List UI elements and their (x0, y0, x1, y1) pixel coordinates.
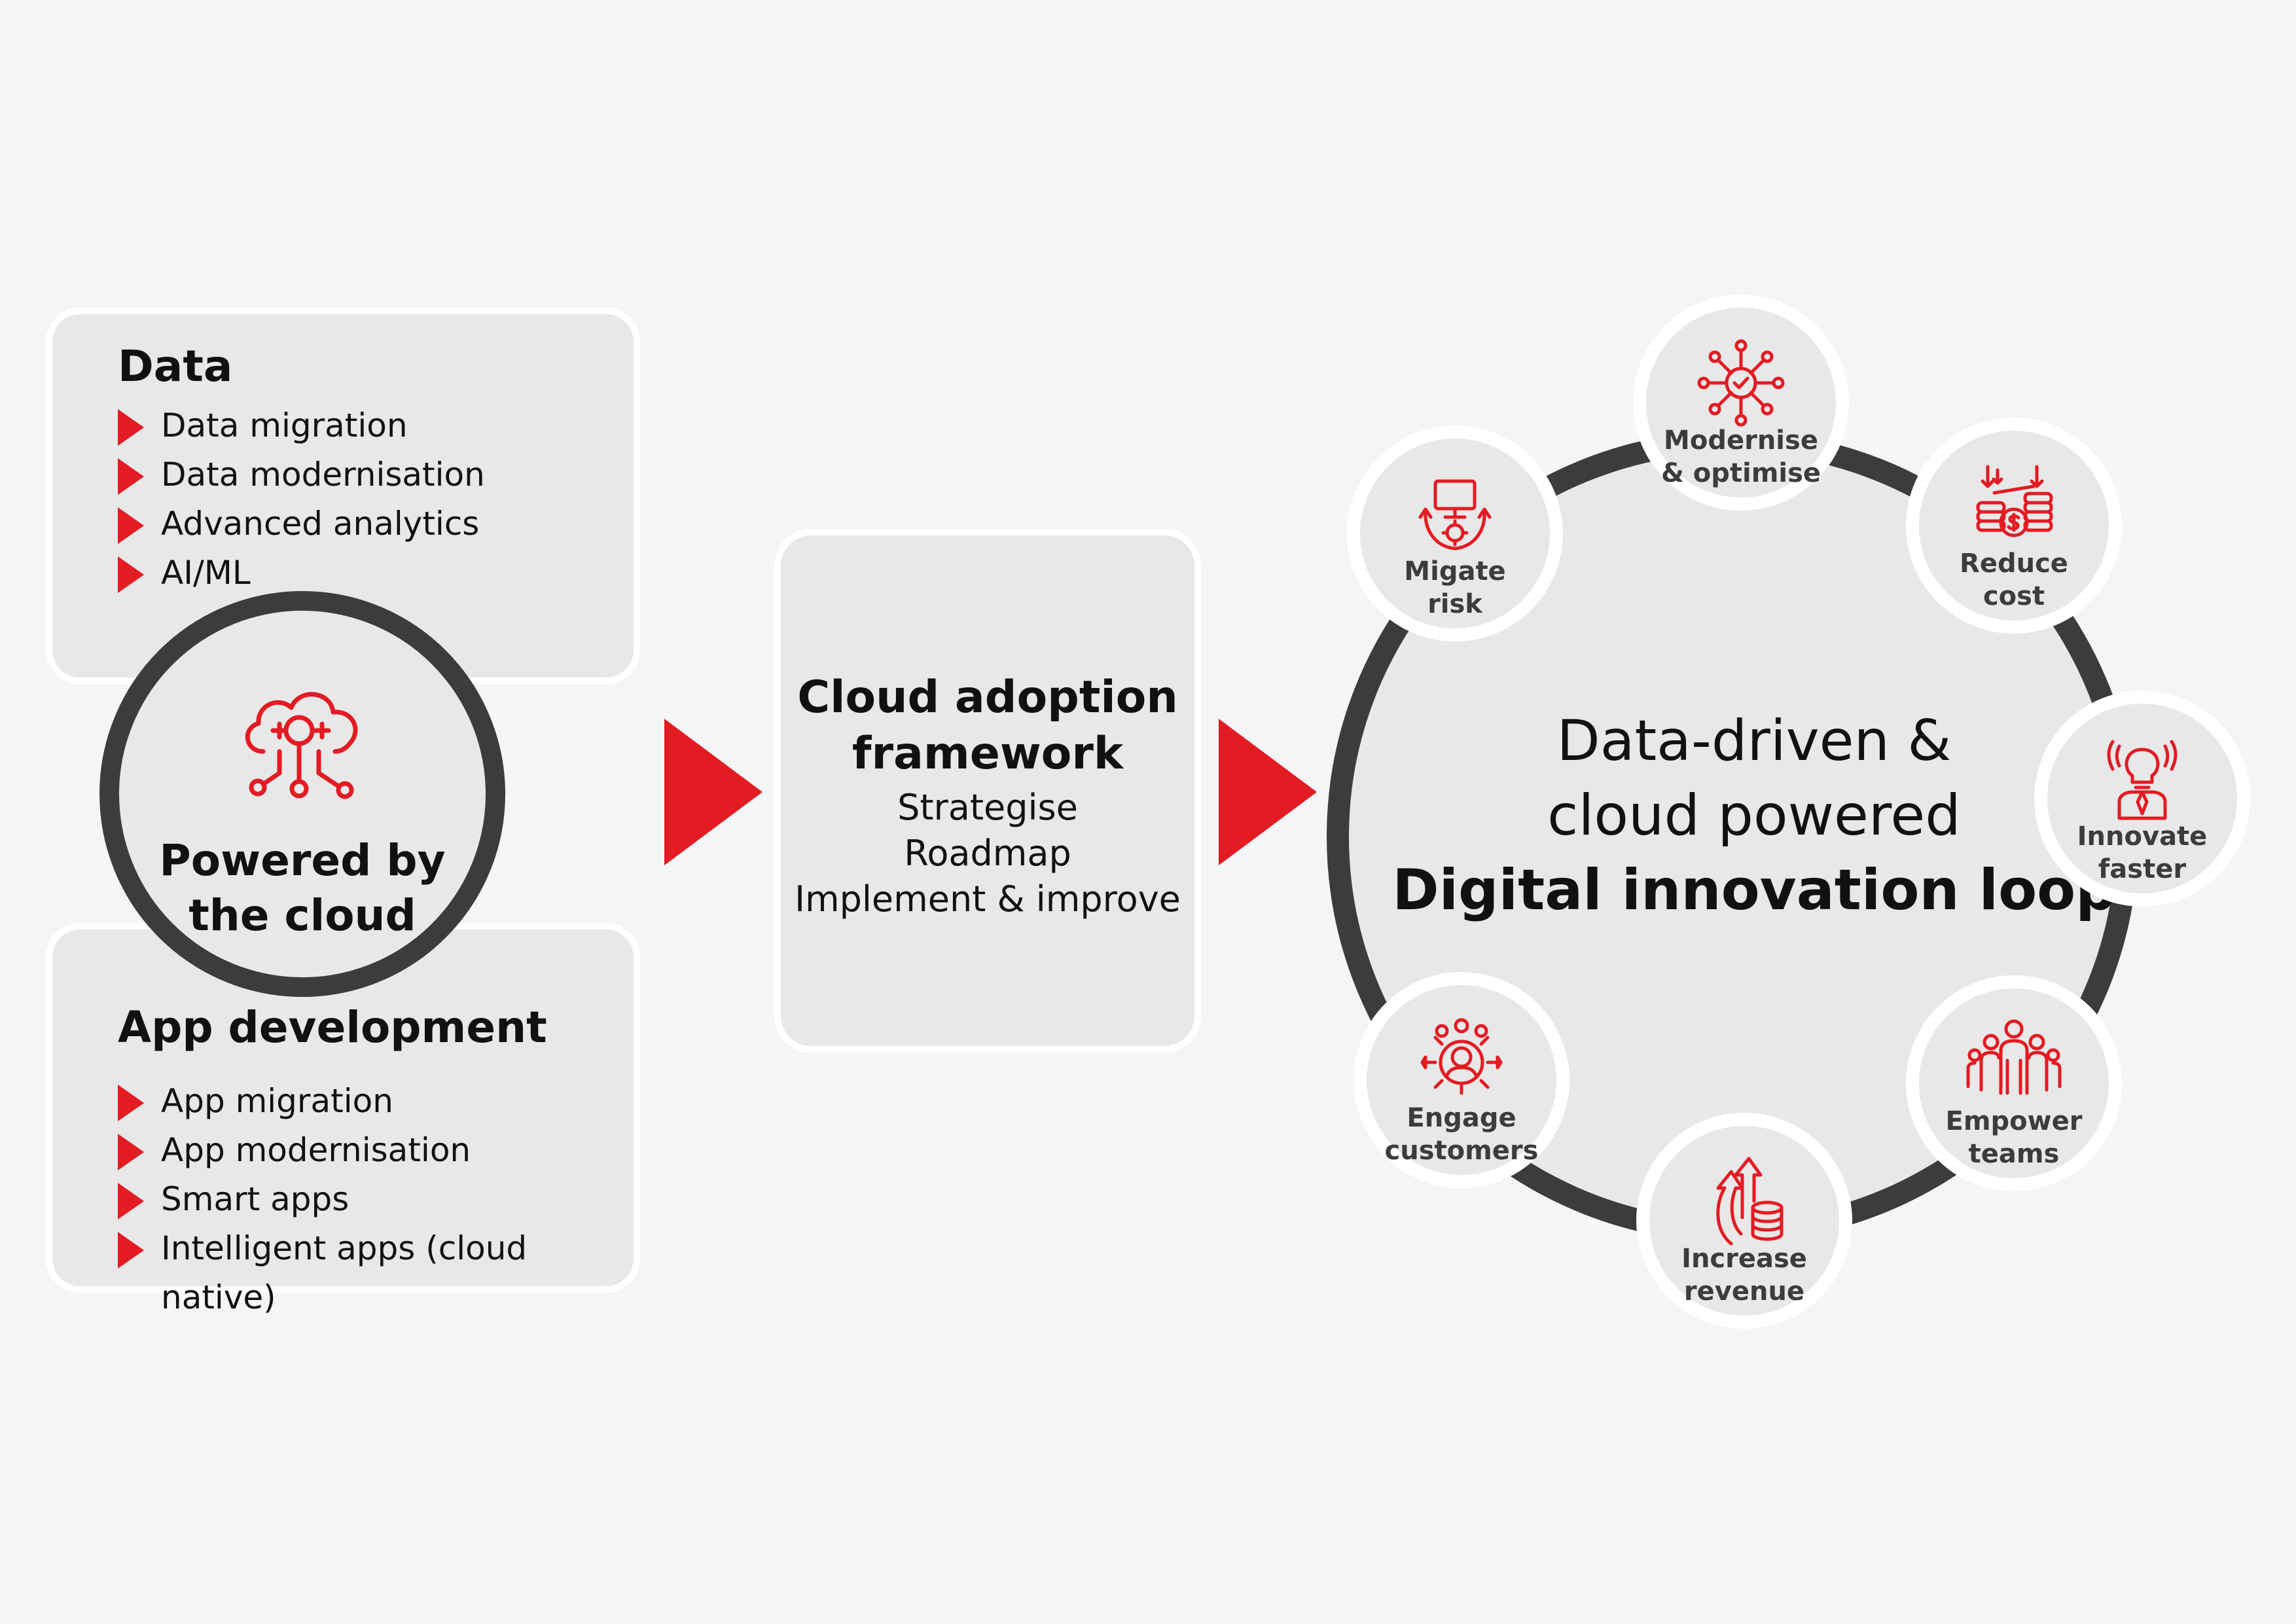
cloud-adoption-framework-panel: Cloud adoption framework Strategise Road… (774, 529, 1201, 1053)
framework-step: Strategise (897, 787, 1078, 828)
triangle-bullet-icon (118, 458, 144, 495)
app-list: App migration App modernisation Smart ap… (118, 1077, 634, 1316)
app-panel-title: App development (118, 1002, 547, 1053)
data-panel-title: Data (118, 341, 233, 391)
triangle-bullet-icon (118, 1232, 144, 1269)
cloud-network-icon (245, 692, 358, 799)
triangle-bullet-icon (118, 1183, 144, 1219)
data-list: Data migration Data modernisation Advanc… (118, 401, 485, 598)
node-empower-teams: Empower teams (1906, 975, 2122, 1191)
list-item: Data modernisation (118, 450, 485, 499)
node-reduce-cost: Reduce cost (1906, 418, 2122, 634)
powered-by-cloud-hub: Powered by the cloud (99, 591, 505, 997)
revenue-growth-icon (1716, 1157, 1784, 1246)
triangle-bullet-icon (118, 507, 144, 544)
node-label: Modernise & optimise (1660, 425, 1821, 488)
hub-label: Powered by the cloud (159, 835, 446, 941)
data-panel: Data Data migration Data modernisation A… (46, 308, 640, 684)
node-innovate-faster: Innovate faster (2034, 691, 2250, 907)
customer-gear-icon (1420, 1018, 1503, 1095)
list-item: Smart apps (118, 1175, 634, 1224)
triangle-bullet-icon (118, 1085, 144, 1121)
innovation-loop-label: Data-driven & cloud powered Digital inno… (1392, 708, 2116, 923)
triangle-bullet-icon (118, 556, 144, 593)
triangle-bullet-icon (118, 1134, 144, 1170)
list-item: AI/ML (118, 549, 485, 598)
list-item: Intelligent apps (cloud native) (118, 1224, 634, 1316)
framework-title: framework (852, 728, 1124, 780)
node-label: Reduce cost (1960, 549, 2068, 611)
list-item: Data migration (118, 401, 485, 450)
framework-title: Cloud adoption (797, 672, 1178, 723)
node-label: Migate risk (1404, 556, 1506, 619)
flow-arrow-icon (664, 719, 762, 865)
framework-step: Implement & improve (795, 878, 1181, 920)
node-label: Engage customers (1384, 1103, 1539, 1166)
coins-down-icon (1976, 465, 2053, 537)
network-hub-icon (1697, 339, 1785, 427)
node-label: Empower teams (1945, 1106, 2083, 1169)
node-engage-customers: Engage customers (1354, 972, 1570, 1188)
lightbulb-person-icon (2107, 740, 2178, 820)
list-item: Advanced analytics (118, 499, 485, 549)
node-migate-risk: Migate risk (1347, 425, 1563, 641)
node-increase-revenue: Increase revenue (1636, 1113, 1852, 1329)
node-label: Increase revenue (1681, 1244, 1807, 1307)
monitor-gear-icon (1418, 479, 1492, 550)
node-modernise-optimise: Modernise & optimise (1633, 295, 1849, 511)
node-label: Innovate faster (2077, 821, 2208, 884)
list-item: App modernisation (118, 1126, 634, 1175)
triangle-bullet-icon (118, 409, 144, 446)
team-icon (1966, 1019, 2062, 1095)
list-item: App migration (118, 1077, 634, 1126)
framework-step: Roadmap (904, 833, 1071, 874)
flow-arrow-icon (1219, 719, 1317, 865)
